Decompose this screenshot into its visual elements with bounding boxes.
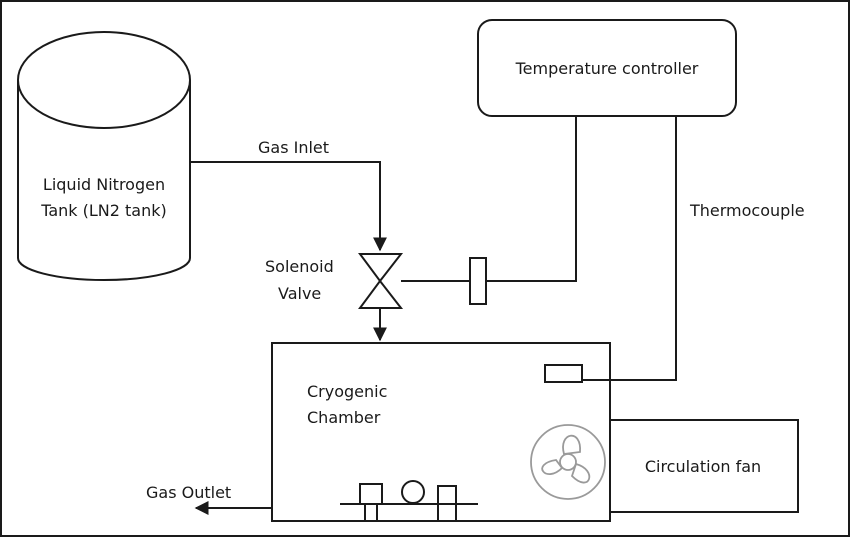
solenoid-valve-icon (358, 253, 404, 309)
circulation-fan-label: Circulation fan (645, 457, 761, 476)
thermocouple-wire (582, 116, 677, 381)
controller-wire (486, 116, 577, 282)
ln2-tank (17, 31, 191, 281)
gas-inlet-label: Gas Inlet (258, 138, 329, 157)
valve-actuator (469, 257, 487, 305)
sample-rail (340, 480, 478, 520)
temperature-controller-box (477, 19, 737, 117)
valve-label-line1: Solenoid (265, 257, 334, 276)
temperature-controller-label: Temperature controller (515, 59, 699, 78)
valve-label-line2: Valve (278, 284, 321, 303)
gas-outlet-label: Gas Outlet (146, 483, 231, 502)
circulation-fan-box (609, 419, 799, 513)
chamber-label-line2: Chamber (307, 408, 381, 427)
thermocouple-label: Thermocouple (689, 201, 805, 220)
tank-label-line2: Tank (LN2 tank) (40, 201, 167, 220)
gas-inlet-line (190, 161, 387, 252)
chamber-label-line1: Cryogenic (307, 382, 387, 401)
thermocouple-probe-front (544, 364, 583, 383)
tank-label-line1: Liquid Nitrogen (43, 175, 165, 194)
fan-icon (530, 424, 606, 500)
